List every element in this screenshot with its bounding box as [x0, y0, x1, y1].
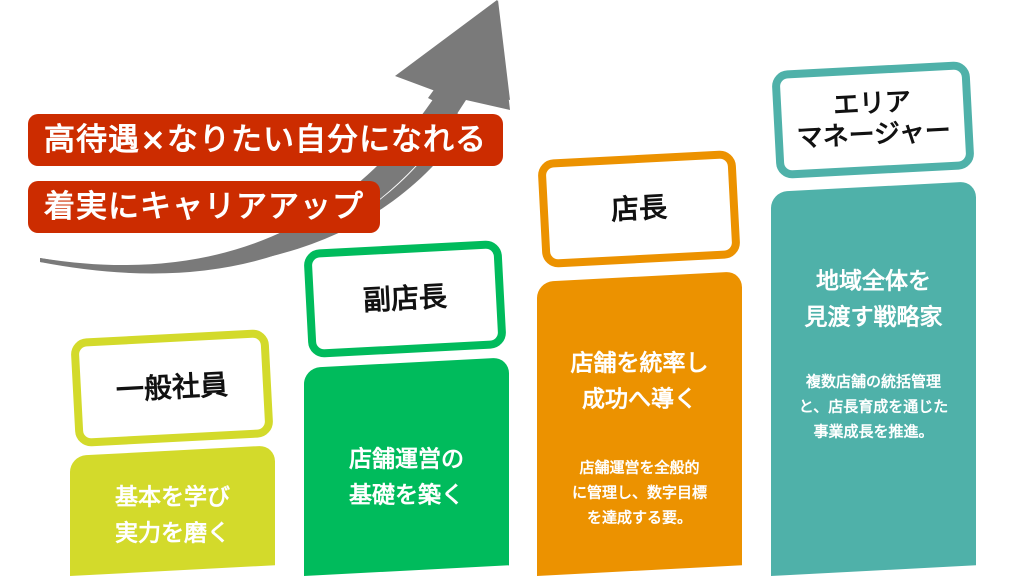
- step-title: マネージャー: [796, 115, 952, 154]
- headline-text-2: 着実にキャリアアップ: [44, 189, 364, 225]
- step-description: を達成する要。: [586, 508, 692, 527]
- step-headline: 基本を学び: [115, 484, 230, 511]
- step-label-assistant-manager: 副店長: [303, 239, 507, 359]
- step-card-store-manager: 店舗を統率し 成功へ導く 店舗運営を全般的 に管理し、数字目標 を達成する要。: [537, 271, 742, 576]
- step-card-staff: 基本を学び 実力を磨く: [70, 445, 275, 576]
- step-headline: 実力を磨く: [115, 520, 230, 547]
- step-title: 副店長: [362, 280, 448, 318]
- step-description: 複数店舗の統括管理: [805, 372, 941, 391]
- step-headline: 店舗を統率し: [570, 350, 709, 377]
- headline-banner-1: 高待遇×なりたい自分になれる: [28, 114, 503, 166]
- step-card-area-manager: 地域全体を 見渡す戦略家 複数店舗の統括管理 と、店長育成を通じた 事業成長を推…: [771, 181, 976, 576]
- step-headline: 成功へ導く: [582, 386, 697, 413]
- step-headline: 基礎を築く: [349, 482, 464, 509]
- step-headline: 見渡す戦略家: [804, 304, 943, 331]
- step-label-staff: 一般社員: [70, 328, 274, 448]
- step-description: 店舗運営を全般的: [579, 458, 700, 477]
- step-headline: 店舗運営の: [349, 446, 464, 473]
- step-description: 事業成長を推進。: [813, 422, 934, 441]
- step-description: と、店長育成を通じた: [798, 397, 949, 416]
- step-label-area-manager: エリアマネージャー: [771, 60, 975, 180]
- step-title: 一般社員: [115, 368, 229, 408]
- step-title: 店長: [610, 190, 668, 227]
- step-label-store-manager: 店長: [537, 149, 741, 269]
- step-description: に管理し、数字目標: [571, 483, 707, 502]
- step-headline: 地域全体を: [816, 268, 931, 295]
- headline-text-1: 高待遇×なりたい自分になれる: [44, 122, 487, 158]
- step-card-assistant-manager: 店舗運営の 基礎を築く: [304, 357, 509, 576]
- headline-banner-2: 着実にキャリアアップ: [28, 181, 380, 233]
